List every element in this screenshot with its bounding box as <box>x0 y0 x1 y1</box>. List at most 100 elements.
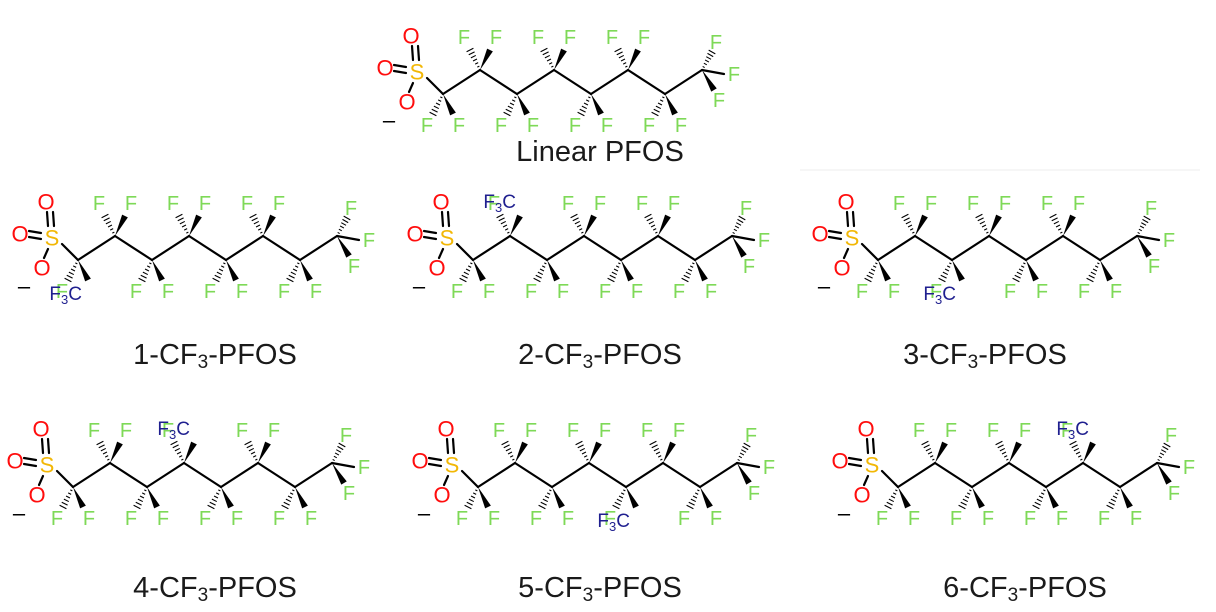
backbone-bond <box>515 68 556 96</box>
hash-stroke <box>514 96 517 99</box>
hash-stroke <box>538 504 546 510</box>
wedge-bond <box>1083 441 1096 463</box>
hash-stroke <box>1038 495 1044 499</box>
backbone-bond <box>550 461 591 489</box>
wedge-bond <box>110 441 123 463</box>
hash-stroke <box>433 105 440 110</box>
wedge-bond <box>628 48 641 70</box>
fluorine-atom: F <box>562 508 574 530</box>
backbone-bond <box>1044 461 1085 489</box>
hash-stroke <box>1018 268 1024 272</box>
hash-bond <box>651 96 665 117</box>
double-bond <box>22 462 38 468</box>
hash-stroke <box>104 455 109 458</box>
caption-cf3-6: 6-CF3-PFOS <box>943 572 1107 606</box>
hash-stroke <box>620 492 625 495</box>
hash-stroke <box>1163 442 1171 448</box>
hash-stroke <box>986 231 989 234</box>
hash-stroke <box>1117 489 1120 492</box>
backbone-bond <box>293 461 334 489</box>
hash-stroke <box>612 504 620 510</box>
hash-stroke <box>470 54 477 59</box>
hash-bond <box>249 213 263 234</box>
hash-stroke <box>142 271 149 276</box>
hash-stroke <box>625 65 628 68</box>
hash-bond <box>1106 489 1120 510</box>
fluorine-atom: F <box>888 281 900 303</box>
isomer-label: 6-CF3-PFOS <box>943 572 1107 606</box>
hash-stroke <box>868 271 875 276</box>
fluorine-atom: F <box>490 27 502 49</box>
hash-stroke <box>334 452 340 456</box>
backbone-bond <box>55 469 75 489</box>
hash-stroke <box>287 495 293 499</box>
cf3-label: F3C <box>157 419 190 442</box>
wedge-bond <box>332 463 347 485</box>
backbone-bond <box>876 234 917 262</box>
hash-stroke <box>507 105 514 110</box>
hash-stroke <box>175 213 183 219</box>
fluorine-atom: F <box>345 198 357 220</box>
double-bond <box>851 210 856 228</box>
hash-stroke <box>463 271 470 276</box>
hash-stroke <box>342 218 349 224</box>
caption-linear: Linear PFOS <box>516 136 684 168</box>
fluorine-atom: F <box>594 193 606 215</box>
backbone-bond <box>589 68 630 96</box>
hash-stroke <box>692 495 698 499</box>
fluorine-atom: F <box>913 420 925 442</box>
cf3-branch-group: F3C <box>483 192 516 215</box>
caption-cf3-1: 1-CF3-PFOS <box>133 339 297 373</box>
hash-stroke <box>578 228 583 231</box>
negative-charge: – <box>838 501 851 526</box>
fluorine-atom: F <box>636 193 648 215</box>
hash-stroke <box>507 231 510 234</box>
double-bond <box>445 437 450 455</box>
hash-stroke <box>694 492 699 495</box>
hash-stroke <box>209 501 216 506</box>
hash-bond <box>575 440 589 461</box>
wedge-bond <box>1100 260 1113 282</box>
hash-stroke <box>1014 274 1021 279</box>
wedge-bond <box>221 487 234 509</box>
fluorine-atom: F <box>1168 483 1180 505</box>
fluorine-atom: F <box>1061 420 1073 442</box>
hash-bond <box>607 262 621 283</box>
fluorine-atom: F <box>1130 508 1142 530</box>
wedge-bond <box>589 441 602 463</box>
hash-stroke <box>1088 274 1095 279</box>
double-bond <box>427 456 443 462</box>
fluorine-atom: F <box>601 115 613 137</box>
backbone-bond <box>587 461 628 489</box>
double-bond <box>422 229 438 235</box>
caption-cf3-2: 2-CF3-PFOS <box>518 339 682 373</box>
hash-stroke <box>211 498 218 503</box>
hash-stroke <box>690 498 697 503</box>
wedge-bond <box>73 487 86 509</box>
oxygen-atom: O <box>437 417 454 442</box>
hash-stroke <box>290 271 297 276</box>
hash-stroke <box>107 224 113 228</box>
hash-stroke <box>496 213 504 219</box>
hash-stroke <box>139 495 145 499</box>
fluorine-atom: F <box>748 483 760 505</box>
hash-stroke <box>572 217 579 222</box>
fluorine-atom: F <box>93 193 105 215</box>
backbone-bond <box>219 461 260 489</box>
backbone-bond <box>693 234 734 262</box>
oxygen-atom: O <box>831 449 848 474</box>
oxygen-atom: O <box>853 483 870 508</box>
hash-stroke <box>962 498 969 503</box>
backbone-bond <box>913 234 954 262</box>
fluorine-atom: F <box>268 420 280 442</box>
backbone-bond <box>460 469 480 489</box>
negative-charge: – <box>818 274 831 299</box>
oxygen-atom: O <box>406 222 423 247</box>
hash-stroke <box>292 489 295 492</box>
cf3-branch-group: F3C <box>157 419 190 442</box>
backbone-bond <box>76 234 117 262</box>
